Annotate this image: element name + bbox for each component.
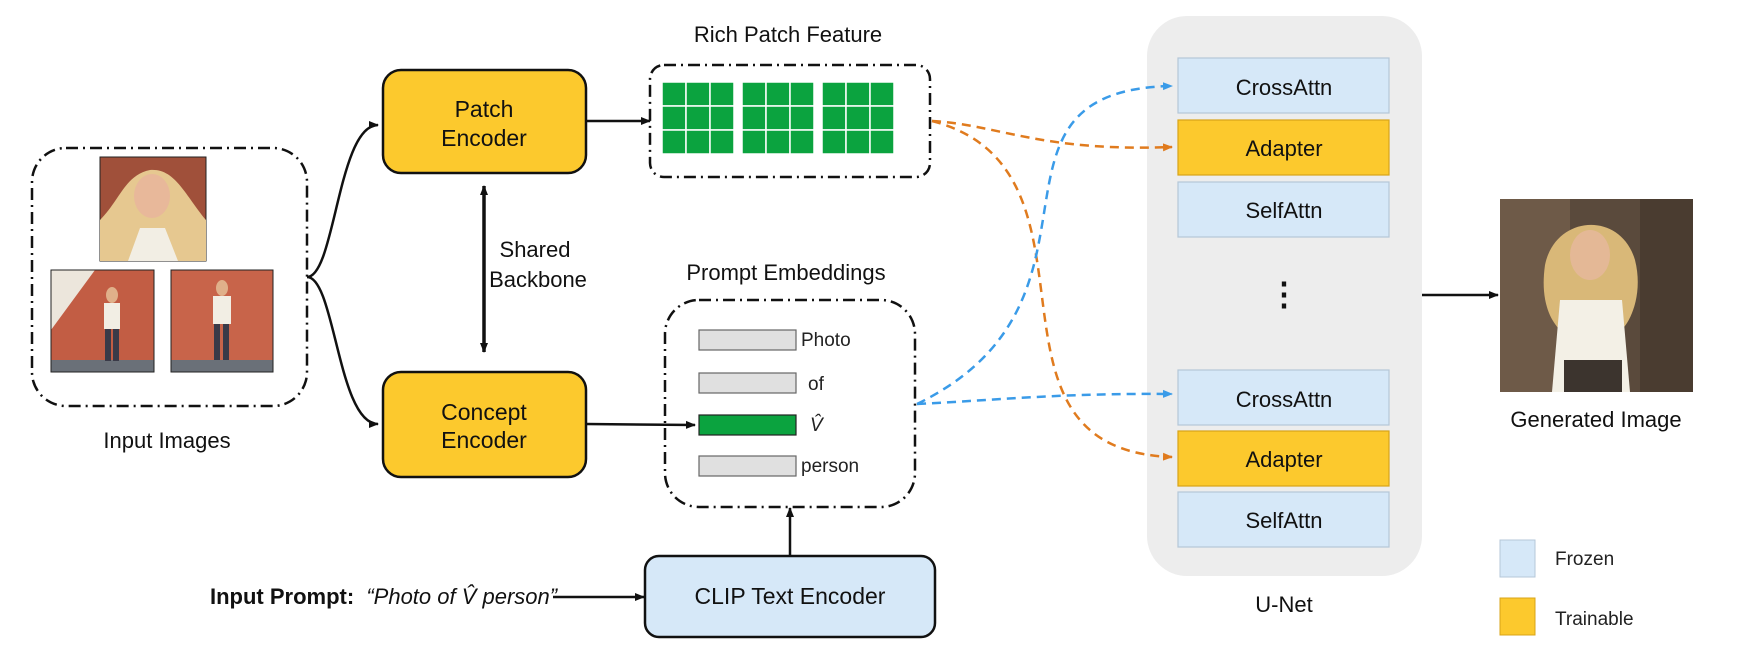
- prompt-embeddings-label: Prompt Embeddings: [686, 260, 885, 285]
- unet-label-selfattn-2: SelfAttn: [1245, 508, 1322, 533]
- patch-cell: [741, 105, 767, 131]
- patch-cell: [709, 81, 735, 107]
- unet-block-crossattn-2: [1177, 369, 1390, 426]
- prompt-embeddings: Prompt Embeddings Photo of V̂ person: [663, 260, 917, 509]
- patch-cell: [869, 81, 895, 107]
- patch-cell: [741, 129, 767, 155]
- concept-encoder-line2: Encoder: [441, 427, 527, 453]
- generated-image-label: Generated Image: [1510, 407, 1681, 432]
- curve-embed-to-crossattn-2: [916, 389, 1173, 406]
- patch-cell: [821, 129, 847, 155]
- unet-ellipsis: ⋮: [1268, 276, 1300, 312]
- token-bar-v: [698, 414, 797, 436]
- patch-grids: [661, 81, 895, 155]
- input-prompt-line: Input Prompt: “Photo of V̂ person”: [210, 584, 559, 609]
- shared-backbone-line1: Shared: [500, 237, 571, 262]
- input-photo-3: [170, 269, 274, 373]
- input-images-group: Input Images: [30, 146, 309, 453]
- unet-block-selfattn-1: [1177, 181, 1390, 238]
- legend-swatch-frozen: [1499, 539, 1536, 578]
- token-label-person: person: [801, 456, 859, 477]
- unet-label-crossattn-1: CrossAttn: [1236, 75, 1333, 100]
- unet: CrossAttn Adapter SelfAttn ⋮ CrossAttn A…: [1147, 16, 1422, 617]
- legend-label-trainable: Trainable: [1555, 609, 1634, 630]
- generated-image-group: Generated Image: [1500, 199, 1693, 432]
- input-prompt-label: Input Prompt:: [210, 584, 354, 609]
- arrow-concept-to-token: [585, 420, 696, 429]
- patch-cell: [845, 81, 871, 107]
- patch-grid-3: [821, 81, 895, 155]
- token-bar-photo: [698, 329, 797, 351]
- unet-label: U-Net: [1255, 592, 1312, 617]
- token-label-of: of: [808, 374, 825, 395]
- legend: Frozen Trainable: [1499, 539, 1634, 636]
- patch-cell: [741, 81, 767, 107]
- patch-encoder-line1: Patch: [455, 96, 514, 122]
- patch-cell: [661, 81, 687, 107]
- patch-cell: [661, 129, 687, 155]
- patch-cell: [821, 81, 847, 107]
- unet-block-crossattn-1: [1177, 57, 1390, 114]
- rich-patch-feature: Rich Patch Feature: [648, 22, 932, 179]
- concept-encoder-line1: Concept: [441, 399, 527, 425]
- curve-patch-to-adapter-2: [931, 119, 1173, 461]
- unet-label-selfattn-1: SelfAttn: [1245, 198, 1322, 223]
- input-prompt-text: “Photo of V̂ person”: [366, 584, 558, 609]
- unet-block-selfattn-2: [1177, 491, 1390, 548]
- patch-cell: [869, 105, 895, 131]
- patch-encoder-line2: Encoder: [441, 125, 527, 151]
- patch-cell: [765, 105, 791, 131]
- patch-cell: [845, 105, 871, 131]
- input-photo-1: [99, 156, 207, 262]
- unet-label-adapter-1: Adapter: [1245, 136, 1322, 161]
- input-images-label: Input Images: [103, 428, 230, 453]
- unet-block-adapter-2: [1177, 430, 1390, 487]
- arrow-input-to-concept: [306, 275, 379, 428]
- patch-cell: [765, 81, 791, 107]
- generated-image: [1500, 199, 1693, 392]
- patch-grid-1: [661, 81, 735, 155]
- unet-label-crossattn-2: CrossAttn: [1236, 387, 1333, 412]
- curve-embed-to-crossattn-1: [916, 82, 1173, 406]
- token-label-v: V̂: [810, 414, 825, 436]
- legend-swatch-trainable: [1499, 597, 1536, 636]
- patch-cell: [709, 129, 735, 155]
- patch-cell: [661, 105, 687, 131]
- token-bar-person: [698, 455, 797, 477]
- clip-text-encoder: CLIP Text Encoder: [643, 554, 937, 639]
- patch-encoder: Patch Encoder: [381, 68, 588, 175]
- patch-cell: [789, 81, 815, 107]
- concept-encoder: Concept Encoder: [381, 370, 588, 479]
- token-bar-of: [698, 372, 797, 394]
- rich-patch-label: Rich Patch Feature: [694, 22, 882, 47]
- patch-cell: [789, 129, 815, 155]
- patch-cell: [685, 105, 711, 131]
- patch-cell: [685, 81, 711, 107]
- patch-cell: [685, 129, 711, 155]
- unet-label-adapter-2: Adapter: [1245, 447, 1322, 472]
- patch-cell: [765, 129, 791, 155]
- clip-label: CLIP Text Encoder: [695, 583, 886, 609]
- patch-cell: [845, 129, 871, 155]
- curve-patch-to-adapter-1: [931, 119, 1173, 152]
- shared-backbone-line2: Backbone: [489, 267, 587, 292]
- patch-cell: [789, 105, 815, 131]
- token-label-photo: Photo: [801, 330, 851, 351]
- patch-cell: [821, 105, 847, 131]
- patch-grid-2: [741, 81, 815, 155]
- patch-cell: [869, 129, 895, 155]
- legend-label-frozen: Frozen: [1555, 549, 1614, 570]
- patch-cell: [709, 105, 735, 131]
- input-photo-2: [50, 269, 155, 373]
- arrow-input-to-patch: [306, 121, 379, 279]
- unet-block-adapter-1: [1177, 119, 1390, 176]
